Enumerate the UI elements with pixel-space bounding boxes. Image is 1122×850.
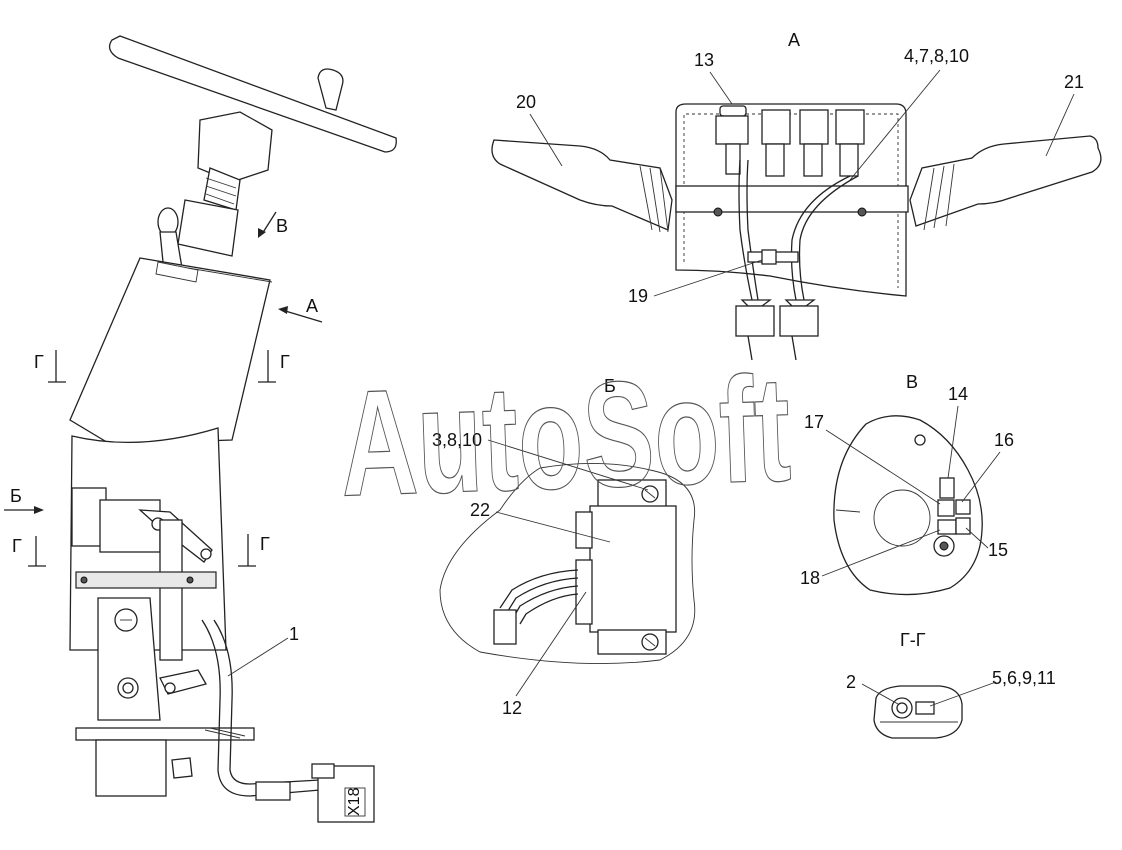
section-g-g: Г-Г 2 5,6,9,11: [846, 630, 1056, 739]
view-b-wires: [499, 569, 579, 609]
view-arrow-a-label: А: [306, 296, 318, 316]
stalk-right: [909, 135, 1102, 227]
view-b: Б 3,8,10 22 12: [432, 376, 696, 718]
callout-20: 20: [516, 92, 536, 112]
view-b-panel-outline: [439, 463, 696, 665]
steering-knob: [317, 68, 344, 111]
switch-16: [955, 499, 971, 515]
section-g-g-title: Г-Г: [900, 630, 926, 650]
callout-18: 18: [800, 568, 820, 588]
floor-plate: [75, 727, 255, 741]
steering-wheel-bar: [108, 35, 397, 153]
callout-16: 16: [994, 430, 1014, 450]
view-a: А: [491, 30, 1102, 361]
part-5-6-9-11: [915, 701, 935, 715]
rod-vertical: [159, 519, 183, 661]
harness-cable: [201, 619, 321, 797]
callout-2: 2: [846, 672, 856, 692]
connector-x18-label: X18: [346, 787, 363, 816]
view-a-switches: [715, 109, 865, 177]
view-v: В 14 16 17 15 18: [800, 372, 1014, 596]
stalk-left: [491, 139, 673, 231]
steering-column-view: X18 Г Г Г Г В А Б 1: [4, 35, 397, 823]
section-mark-g-right-bottom: Г: [260, 534, 270, 554]
lower-block: [95, 739, 167, 797]
steering-hub: [197, 111, 273, 183]
view-a-wire-left: [738, 159, 753, 301]
mount-plate: [75, 571, 217, 589]
callout-19: 19: [628, 286, 648, 306]
view-arrow-b-label: Б: [10, 486, 22, 506]
switch-17: [937, 499, 955, 517]
watermark-logo: AutoSoft: [337, 344, 793, 528]
switch-15: [955, 517, 971, 535]
view-a-wire-right: [790, 175, 851, 301]
callout-3-8-10: 3,8,10: [432, 430, 482, 450]
section-mark-g-right-top: Г: [280, 352, 290, 372]
cable-nut: [171, 757, 193, 779]
callout-14: 14: [948, 384, 968, 404]
callout-15: 15: [988, 540, 1008, 560]
view-arrow-v-label: В: [276, 216, 288, 236]
base-bracket: [97, 597, 161, 721]
view-a-mount-bar: [675, 185, 909, 213]
callout-17: 17: [804, 412, 824, 432]
bracket-upper: [99, 499, 161, 553]
callout-21: 21: [1064, 72, 1084, 92]
section-mark-g-left-top: Г: [34, 352, 44, 372]
view-a-connector-left: [735, 305, 775, 337]
callout-4-7-8-10: 4,7,8,10: [904, 46, 969, 66]
callout-13: 13: [694, 50, 714, 70]
steering-shaft: [177, 199, 239, 257]
column-housing-upper: [69, 257, 271, 445]
view-b-title: Б: [604, 376, 616, 396]
switch-18: [937, 519, 957, 535]
view-v-title: В: [906, 372, 918, 392]
section-mark-g-left-bottom: Г: [12, 536, 22, 556]
switch-14: [939, 477, 955, 499]
view-a-connector-right: [779, 305, 819, 337]
module-22: [589, 505, 677, 633]
cable-sleeve: [255, 781, 291, 801]
callout-22: 22: [470, 500, 490, 520]
callout-12: 12: [502, 698, 522, 718]
callout-1: 1: [289, 624, 299, 644]
view-a-title: А: [788, 30, 800, 50]
callout-5-6-9-11: 5,6,9,11: [992, 668, 1056, 688]
